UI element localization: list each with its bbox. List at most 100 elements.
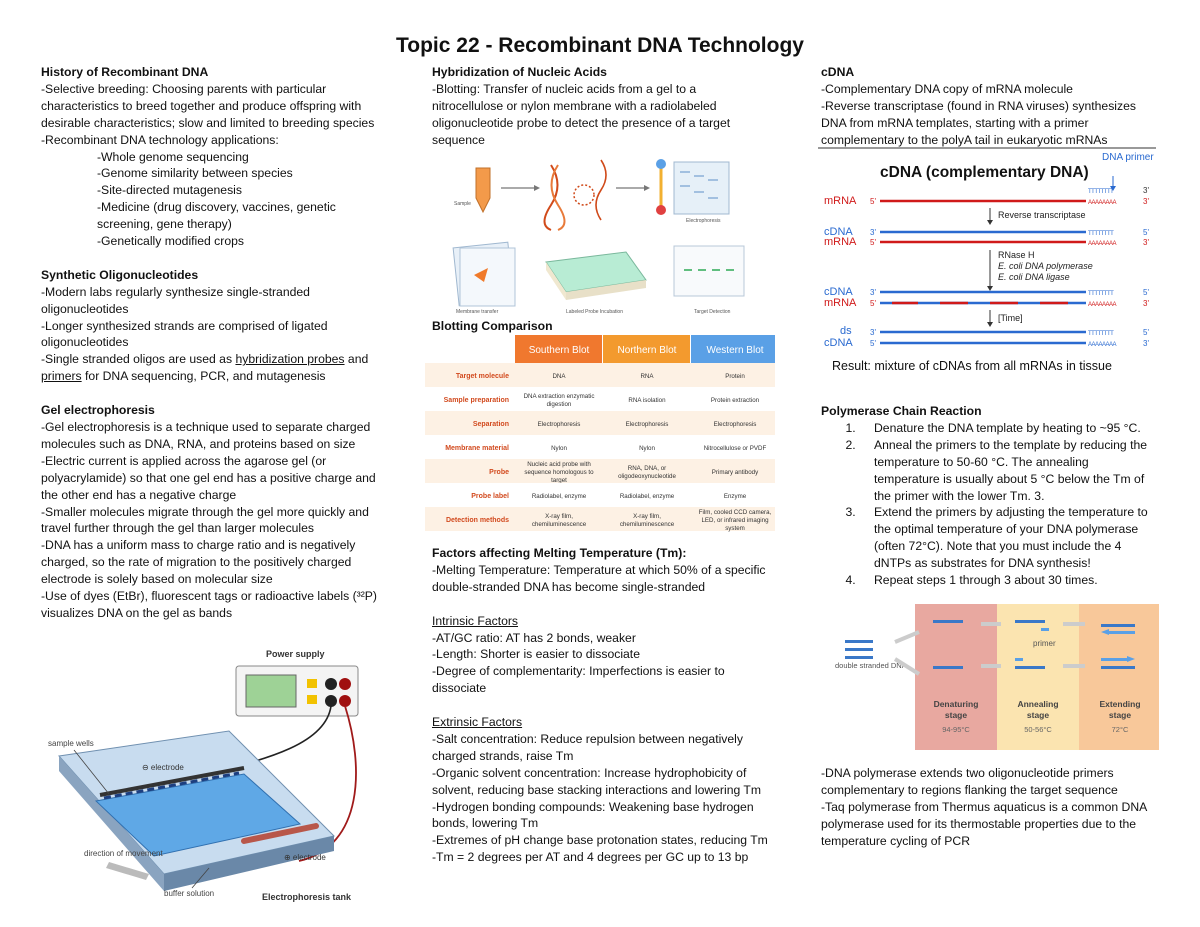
blot-cell-text: Nylon [551, 445, 567, 452]
sample-wells [103, 771, 240, 800]
buffer-label: buffer solution [164, 889, 214, 898]
power-supply-display [245, 674, 297, 708]
svg-text:5': 5' [870, 299, 876, 308]
blot-cell-text: Nucleic acid probe with [527, 461, 591, 468]
blot-cell-text: Electrophoresis [626, 421, 669, 428]
mrna-label-2: mRNA [824, 236, 857, 248]
melting-line: double-stranded DNA has become single-st… [432, 579, 706, 594]
cdna-line: complementary to the polyA tail in eukar… [821, 132, 1108, 147]
blot-header-label: Western Blot [706, 345, 763, 356]
mrna-label-3: mRNA [824, 297, 857, 309]
blot-row [425, 483, 775, 507]
history-line: characteristics to breed together and pr… [41, 98, 362, 113]
extrinsic-line: bonds, lowering Tm [432, 816, 539, 831]
blot-cell-text: X-ray film, [633, 513, 661, 520]
blot-row-label: Probe label [471, 493, 509, 500]
step-rnase-h: RNase H [998, 250, 1035, 260]
dna-helix-icon [543, 164, 559, 231]
pcr-figure: Denaturingstage94-95°CAnnealingstage50-5… [835, 604, 1159, 750]
dna-primer-label: DNA primer [1102, 152, 1154, 163]
primer-label: primer [1033, 639, 1056, 648]
pcr-stage-name: stage [945, 710, 967, 720]
positive-pole-icon [656, 205, 666, 215]
blot-cell-text: Protein extraction [711, 397, 760, 404]
column-middle: Hybridization of Nucleic Acids -Blotting… [432, 64, 774, 149]
hybridization-probes-term: hybridization probes [235, 352, 345, 367]
extrinsic-line: -Organic solvent concentration: Increase… [432, 765, 747, 780]
pcr-stage-name: Denaturing [934, 699, 979, 709]
synthetic-heading: Synthetic Oligonucleotides [41, 267, 199, 282]
power-terminal-red [339, 695, 351, 707]
svg-text:TTTTTTTT: TTTTTTTT [1088, 231, 1114, 237]
hybridization-line: nitrocellulose or nylon membrane with a … [432, 98, 717, 113]
svg-text:3': 3' [1143, 238, 1149, 247]
flow-arrow [894, 630, 920, 644]
pcr-stage-panel [997, 604, 1079, 750]
detection-membrane [673, 245, 745, 297]
svg-text:3': 3' [870, 328, 876, 337]
blot-cell-text: target [551, 477, 567, 484]
blot-cell-text: Nitrocellulose or PVDF [704, 445, 767, 452]
svg-text:AAAAAAAA: AAAAAAAA [1088, 241, 1117, 247]
pcr-note-line: complementary to regions flanking the ta… [821, 782, 1118, 797]
power-terminal-red-top [339, 678, 351, 690]
hybridization-line: oligonucleotide probe to detect the pres… [432, 115, 731, 130]
pcr-step: Anneal the primers to the template by re… [859, 437, 1157, 505]
application-item: -Whole genome sequencing [97, 149, 249, 164]
power-negative-indicator [307, 679, 317, 688]
blot-cell-text: chemiluminescence [532, 521, 587, 528]
column-left: History of Recombinant DNA -Selective br… [41, 64, 381, 622]
gel-line: -Gel electrophoresis is a technique used… [41, 420, 371, 434]
pos-electrode-label: ⊕ electrode [284, 853, 326, 862]
synthetic-probe-line: -Single stranded oligos are used as hybr… [41, 351, 381, 368]
intrinsic-line: -AT/GC ratio: AT has 2 bonds, weaker [432, 630, 636, 645]
intrinsic-heading: Intrinsic Factors [432, 613, 519, 628]
history-line: desirable characteristics; slow and limi… [41, 115, 375, 130]
blot-header-label: Northern Blot [618, 345, 677, 356]
column-right: cDNA -Complementary DNA copy of mRNA mol… [821, 64, 1157, 149]
blot-row-label: Probe [489, 469, 509, 476]
svg-text:3': 3' [870, 288, 876, 297]
gel-line: -Use of dyes (EtBr), fluorescent tags or… [41, 589, 377, 604]
svg-text:5': 5' [870, 197, 876, 206]
blot-cell-text: Primary antibody [712, 469, 759, 476]
blot-cell-text: digestion [547, 401, 572, 408]
pcr-step: Repeat steps 1 through 3 about 30 times. [859, 572, 1157, 589]
blot-cell-text: LED, or infrared imaging [701, 517, 769, 524]
svg-text:5': 5' [870, 238, 876, 247]
svg-text:5': 5' [870, 339, 876, 348]
blotting-process-figure: Sample Electrophoresis Membrane transfer… [452, 159, 745, 315]
gel-line: -Electric current is applied across the … [41, 453, 327, 468]
svg-text:5': 5' [1143, 228, 1149, 237]
transfer-arrow [474, 268, 488, 282]
ds-dna-label: double stranded DNA [835, 661, 907, 670]
blot-row [425, 411, 775, 435]
blot-cell-text: sequence homologous to [524, 469, 594, 476]
blot-row [425, 435, 775, 459]
tank-side [59, 756, 164, 891]
gel-line: charged, so the rate of migration to the… [41, 555, 352, 570]
extrinsic-line: -Salt concentration: Reduce repulsion be… [432, 731, 743, 746]
blot-row [425, 459, 775, 483]
blot-row [425, 507, 775, 531]
blot-header-cell [691, 335, 775, 363]
power-terminal-black-bottom [325, 695, 337, 707]
electrophoresis-figure: Power supply sample wells ⊖ electrode ⊕ … [48, 649, 359, 902]
power-positive-indicator [307, 695, 317, 704]
hybridization-heading: Hybridization of Nucleic Acids [432, 65, 607, 79]
cdna-label-3: cDNA [824, 286, 853, 298]
pcr-stage-panel [915, 604, 997, 750]
synthetic-line: oligonucleotides [41, 301, 129, 316]
pcr-stage-name: Extending [1099, 699, 1140, 709]
primer-icon [1041, 628, 1049, 631]
blot-cell-text: Electrophoresis [538, 421, 581, 428]
blot-cell-text: RNA [640, 373, 654, 380]
rna-coil-icon [573, 184, 595, 206]
pcr-notes: -DNA polymerase extends two oligonucleot… [821, 765, 1157, 850]
sample-label: Sample [454, 201, 471, 207]
synthetic-line: -Longer synthesized strands are comprise… [41, 318, 328, 333]
pcr-note-line: -Taq polymerase from Thermus aquaticus i… [821, 799, 1148, 814]
gel-line: -Smaller molecules migrate through the g… [41, 504, 369, 519]
blotting-heading: Blotting Comparison [432, 319, 553, 333]
